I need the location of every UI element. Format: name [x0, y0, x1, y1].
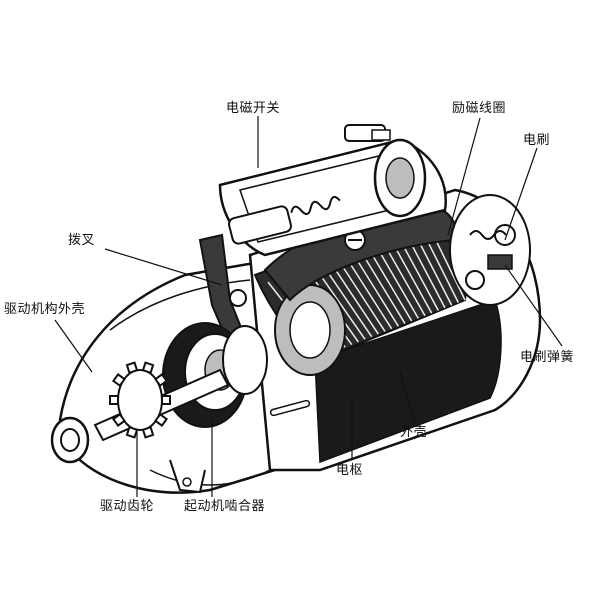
drive-housing-bottom-edge — [149, 469, 271, 486]
leader-brush — [504, 147, 538, 241]
gear-tooth — [154, 413, 169, 427]
leader-field-coil — [447, 117, 481, 236]
housing-mount-tab — [169, 459, 206, 494]
label-field-coil: 励磁线圈 — [452, 101, 507, 116]
gear-tooth — [111, 373, 126, 387]
gear-tooth — [125, 426, 139, 439]
leader-drive-housing — [54, 319, 93, 373]
shell-vent-slot — [269, 399, 311, 417]
label-drive-housing: 驱动机构外壳 — [4, 302, 86, 317]
armature-lamination — [328, 259, 379, 335]
label-outer-shell: 外壳 — [400, 425, 428, 440]
drive-housing-rib — [109, 279, 251, 331]
label-brush: 电刷 — [523, 133, 551, 148]
brush-holder-shape — [449, 194, 531, 306]
gear-tooth — [154, 373, 169, 387]
armature-lamination — [335, 256, 386, 332]
gear-tooth — [125, 361, 139, 374]
gear-tooth — [109, 395, 119, 405]
leader-shift-fork — [104, 248, 223, 286]
leader-lines — [54, 116, 563, 497]
leader-brush-spring — [504, 264, 563, 347]
label-brush-spring: 电刷弹簧 — [520, 350, 575, 365]
shift-fork-pivot — [229, 289, 247, 307]
armature-lamination — [366, 245, 413, 322]
gear-tooth — [161, 395, 171, 405]
armature-lamination — [381, 240, 426, 317]
armature-lamination — [343, 253, 393, 330]
gear-tooth — [111, 413, 126, 427]
drive-gear-shape — [109, 361, 171, 439]
label-starter-clutch: 起动机啮合器 — [184, 499, 266, 514]
leader-outer-shell — [399, 371, 416, 425]
label-solenoid-switch: 电磁开关 — [226, 101, 281, 116]
gear-tooth — [141, 426, 155, 439]
label-drive-gear: 驱动齿轮 — [100, 499, 155, 514]
outer-shell-dark-band — [314, 299, 502, 464]
label-armature: 电枢 — [336, 463, 364, 478]
label-shift-fork: 拨叉 — [68, 233, 96, 248]
armature-lamination — [320, 262, 373, 338]
gear-tooth — [141, 361, 155, 374]
armature-lamination — [351, 251, 399, 327]
armature-lamination — [358, 248, 406, 324]
housing-mount-hole — [182, 477, 192, 487]
armature-shape — [253, 213, 467, 376]
solenoid-switch-shape — [218, 124, 448, 257]
armature-lamination — [374, 242, 419, 319]
